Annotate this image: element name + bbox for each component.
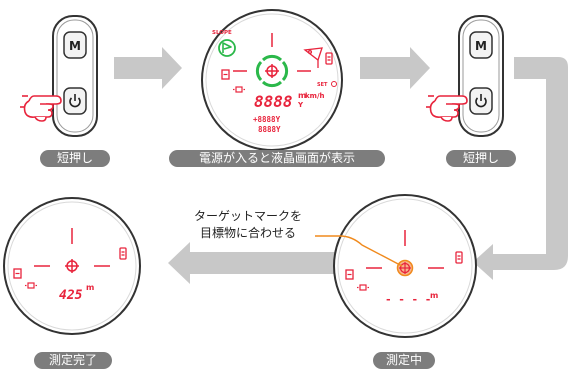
display-full: SLOPE bbox=[201, 9, 343, 151]
small-b-icon bbox=[13, 268, 22, 279]
display-done: 425 m bbox=[3, 197, 141, 335]
annotation-line1: ターゲットマークを bbox=[193, 209, 302, 223]
measuring-readout: - - - - bbox=[385, 293, 431, 306]
pressing-hand-stripes bbox=[426, 95, 434, 108]
power-icon bbox=[475, 94, 487, 108]
pressing-hand bbox=[429, 95, 468, 122]
flow-arrows bbox=[114, 47, 568, 284]
arrow-step1-to-2 bbox=[114, 47, 182, 89]
caption-step4: 測定中 bbox=[373, 352, 435, 369]
sub-digits-1: +8888Y bbox=[253, 115, 281, 124]
mode-button-label: M bbox=[69, 39, 81, 53]
distance-unit: m bbox=[86, 283, 94, 292]
caption-step2: 電源が入ると液晶画面が表示 bbox=[169, 150, 385, 167]
viewfinder-inner-ring bbox=[205, 13, 339, 147]
device-step3: M bbox=[426, 15, 504, 137]
viewfinder-inner-ring bbox=[7, 201, 137, 331]
device-inner bbox=[56, 19, 94, 133]
sub-digits-2: 8888Y bbox=[258, 125, 281, 134]
mode-button-label: M bbox=[475, 39, 487, 53]
device-step1: M bbox=[20, 15, 98, 137]
caption-step3: 短押し bbox=[446, 150, 516, 167]
annotation-leader-line bbox=[315, 235, 403, 267]
device-inner bbox=[462, 19, 500, 133]
crosshair-reticle bbox=[366, 230, 444, 269]
battery-icon bbox=[455, 251, 463, 264]
slope-indicator: SLOPE bbox=[212, 30, 236, 57]
pressing-hand bbox=[23, 95, 62, 122]
viewfinder-inner-ring bbox=[337, 198, 473, 334]
main-unit-yard: Y bbox=[297, 101, 304, 109]
scan-mode-icon bbox=[25, 282, 37, 289]
display-measuring: - - - - m bbox=[333, 194, 477, 338]
mode-button[interactable]: M bbox=[469, 31, 493, 59]
arrow-step2-to-3 bbox=[360, 47, 430, 89]
slope-icon bbox=[218, 39, 236, 57]
arrow-step3-to-4 bbox=[473, 57, 568, 280]
annotation-line2: 目標物に合わせる bbox=[199, 226, 296, 240]
set-label: SET bbox=[317, 82, 328, 88]
battery-icon bbox=[119, 247, 127, 260]
target-lock-brackets bbox=[255, 54, 289, 88]
flag-mode-icon bbox=[303, 47, 323, 68]
pressing-hand-stripes bbox=[20, 95, 28, 108]
scan-mode-icon bbox=[233, 86, 245, 93]
measuring-unit: m bbox=[430, 291, 438, 300]
arrow-step4-to-5 bbox=[168, 242, 336, 284]
distance-readout: 425 bbox=[59, 288, 83, 303]
caption-step5: 測定完了 bbox=[34, 352, 112, 369]
power-button[interactable] bbox=[469, 87, 493, 115]
main-digits: 8888 bbox=[254, 92, 293, 111]
caption-step1: 短押し bbox=[40, 150, 110, 167]
crosshair-reticle bbox=[233, 33, 311, 78]
mode-button[interactable]: M bbox=[63, 31, 87, 59]
crosshair-reticle bbox=[34, 228, 110, 273]
set-indicator: SET bbox=[317, 81, 337, 88]
scan-mode-icon bbox=[357, 284, 369, 291]
power-button[interactable] bbox=[63, 87, 87, 115]
small-b-icon bbox=[345, 269, 354, 280]
small-b-icon bbox=[221, 69, 230, 80]
battery-icon bbox=[325, 52, 333, 65]
slope-label: SLOPE bbox=[212, 30, 232, 36]
power-icon bbox=[69, 94, 81, 108]
main-unit-meter: m bbox=[298, 91, 306, 100]
target-lock-marker bbox=[396, 259, 414, 277]
main-unit-speed: km/h bbox=[305, 92, 325, 100]
